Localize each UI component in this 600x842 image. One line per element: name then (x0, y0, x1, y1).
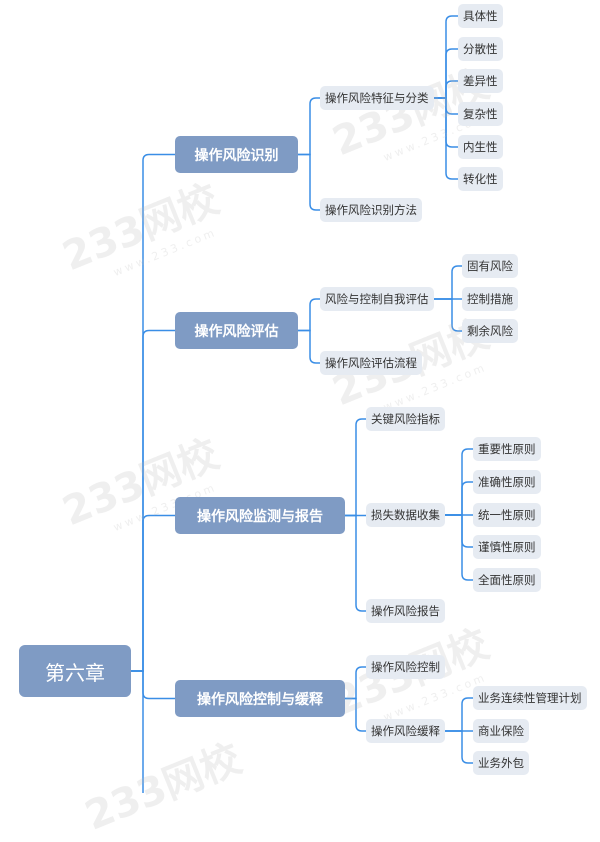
subtopic-node[interactable]: 关键风险指标 (366, 407, 445, 431)
leaf-node[interactable]: 剩余风险 (462, 319, 518, 343)
subtopic-node[interactable]: 操作风险缓释 (366, 719, 445, 743)
connector-line (131, 514, 175, 672)
connector-line (131, 153, 175, 672)
connector-line (131, 329, 175, 672)
leaf-node[interactable]: 转化性 (458, 167, 503, 191)
branch-node[interactable]: 操作风险监测与报告 (175, 497, 345, 534)
leaf-node[interactable]: 固有风险 (462, 254, 518, 278)
leaf-node[interactable]: 统一性原则 (473, 503, 541, 527)
leaf-node[interactable]: 重要性原则 (473, 437, 541, 461)
connector-line (298, 97, 320, 156)
leaf-node[interactable]: 控制措施 (462, 287, 518, 311)
branch-node[interactable]: 操作风险识别 (175, 136, 298, 173)
connector-line (433, 15, 458, 99)
connector-lines (131, 15, 473, 793)
connector-line (433, 48, 458, 99)
leaf-node[interactable]: 商业保险 (473, 719, 529, 743)
connector-line (433, 298, 462, 332)
connector-line (445, 448, 473, 516)
subtopic-node[interactable]: 操作风险识别方法 (320, 198, 422, 222)
leaf-node[interactable]: 差异性 (458, 69, 503, 93)
connector-line (445, 514, 473, 581)
subtopic-node[interactable]: 损失数据收集 (366, 503, 445, 527)
connector-line (345, 666, 366, 700)
leaf-node[interactable]: 谨慎性原则 (473, 535, 541, 559)
leaf-node[interactable]: 复杂性 (458, 102, 503, 126)
connector-line (433, 80, 458, 99)
connector-line (445, 514, 473, 548)
leaf-node[interactable]: 准确性原则 (473, 470, 541, 494)
subtopic-node[interactable]: 风险与控制自我评估 (320, 287, 434, 311)
subtopic-node[interactable]: 操作风险控制 (366, 655, 445, 679)
subtopic-node[interactable]: 操作风险报告 (366, 599, 445, 623)
leaf-node[interactable]: 具体性 (458, 4, 503, 28)
subtopic-node[interactable]: 操作风险特征与分类 (320, 86, 434, 110)
leaf-node[interactable]: 分散性 (458, 37, 503, 61)
connector-line (433, 265, 462, 300)
subtopic-node[interactable]: 操作风险评估流程 (320, 351, 422, 375)
connector-line (298, 329, 320, 364)
branch-node[interactable]: 操作风险控制与缓释 (175, 680, 345, 717)
connector-line (131, 670, 175, 700)
leaf-node[interactable]: 全面性原则 (473, 568, 541, 592)
leaf-node[interactable]: 内生性 (458, 135, 503, 159)
connector-line (345, 514, 366, 612)
connector-line (345, 418, 366, 517)
connector-line (445, 697, 473, 732)
root-node[interactable]: 第六章 (19, 645, 131, 697)
connector-line (298, 153, 320, 211)
connector-line (433, 97, 458, 180)
connector-line (298, 298, 320, 332)
branch-node[interactable]: 操作风险评估 (175, 312, 298, 349)
connector-line (445, 730, 473, 764)
connector-line (345, 697, 366, 732)
leaf-node[interactable]: 业务外包 (473, 751, 529, 775)
leaf-node[interactable]: 业务连续性管理计划 (473, 686, 587, 710)
connector-line (445, 481, 473, 516)
